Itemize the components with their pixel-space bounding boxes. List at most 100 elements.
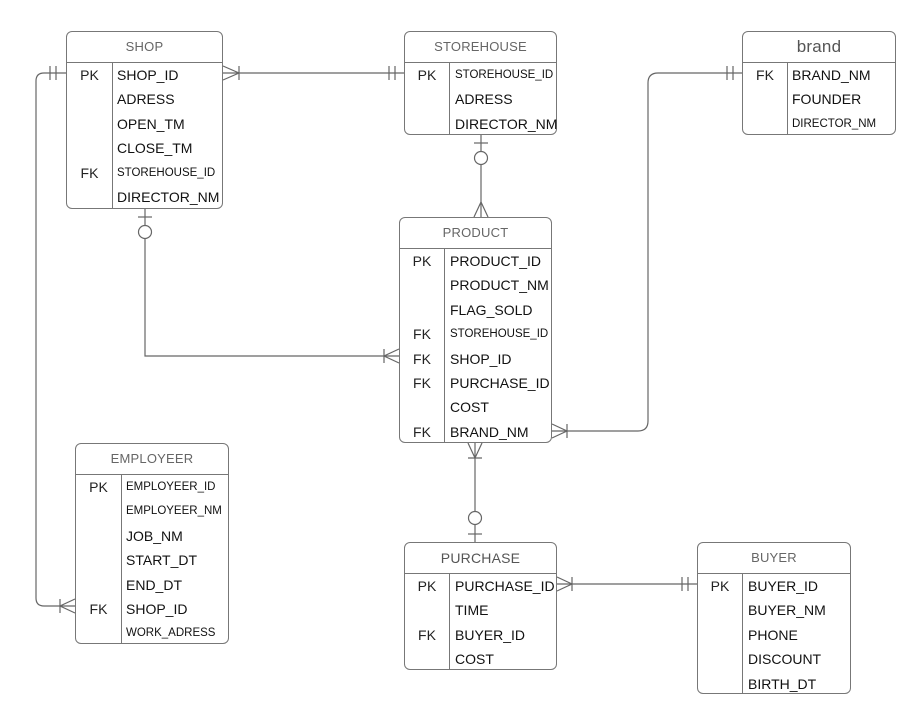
key-label: PK [89, 479, 108, 495]
attribute-row: ADRESS [405, 87, 556, 111]
relationship-line [144, 209, 399, 357]
crows-foot-marker [467, 442, 483, 460]
attribute-row: FK STOREHOUSE_ID [400, 322, 551, 346]
attribute-name: WORK_ADRESS [126, 627, 216, 640]
attribute-name: SHOP_ID [126, 600, 188, 617]
key-column-divider [742, 573, 743, 693]
attribute-row: WORK_ADRESS [76, 621, 228, 645]
attribute-name: STOREHOUSE_ID [455, 69, 554, 81]
attribute-row: PRODUCT_NM [400, 273, 551, 297]
attribute-name: DISCOUNT [748, 651, 822, 668]
attribute-row: COST [400, 395, 551, 419]
key-label: FK [413, 423, 431, 440]
attribute-name: OPEN_TM [117, 115, 185, 132]
attribute-row: FK BUYER_ID [405, 623, 556, 647]
zero-circle-marker [467, 510, 483, 526]
attribute-name: COST [455, 651, 494, 668]
attribute-row: PK BUYER_ID [698, 574, 850, 598]
entity-brand[interactable]: brand FK BRAND_NM FOUNDER DIRECTOR_NM [742, 31, 896, 135]
attribute-row: DIRECTOR_NM [743, 112, 895, 136]
attribute-name: BRAND_NM [450, 423, 529, 440]
attribute-name: STOREHOUSE_ID [117, 166, 216, 179]
attribute-name: PURCHASE_ID [450, 374, 550, 391]
crows-foot-marker [551, 423, 569, 439]
attribute-name: BUYER_NM [748, 602, 826, 619]
crows-foot-marker [58, 598, 76, 614]
entity-title: PRODUCT [400, 218, 551, 249]
entity-title: PURCHASE [405, 543, 556, 574]
crows-foot-marker [222, 65, 241, 81]
attribute-name: ADRESS [117, 91, 175, 108]
attribute-name: TIME [455, 602, 489, 619]
key-label: FK [89, 600, 108, 617]
entity-title: EMPLOYEER [76, 444, 228, 475]
attribute-row: FOUNDER [743, 87, 895, 111]
one-bar-marker [49, 66, 57, 80]
attribute-row: FK BRAND_NM [400, 420, 551, 444]
attribute-name: BRAND_NM [792, 67, 871, 83]
attribute-row: ADRESS [67, 87, 222, 111]
attribute-row: BUYER_NM [698, 598, 850, 622]
one-bar-marker [726, 66, 734, 80]
one-bar-marker [388, 66, 396, 80]
entity-title: STOREHOUSE [405, 32, 556, 63]
attribute-row: PHONE [698, 623, 850, 647]
attribute-name: EMPLOYEER_NM [126, 505, 222, 518]
attribute-name: CLOSE_TM [117, 140, 193, 157]
key-label: FK [413, 326, 431, 343]
attribute-row: DISCOUNT [698, 647, 850, 671]
attribute-row: DIRECTOR_NM [405, 112, 557, 136]
attribute-list: PK BUYER_ID BUYER_NM PHONE DISCOUNT BIRTH_DT [698, 574, 850, 696]
one-bar-marker [681, 577, 689, 591]
attribute-name: ADRESS [455, 91, 513, 108]
attribute-row: CLOSE_TM [67, 136, 222, 160]
entity-title: brand [743, 32, 895, 63]
key-column-divider [112, 62, 113, 208]
attribute-row: END_DT [76, 573, 228, 597]
attribute-name: STOREHOUSE_ID [450, 328, 549, 341]
attribute-name: PRODUCT_NM [450, 277, 549, 294]
attribute-name: SHOP_ID [117, 67, 179, 83]
attribute-name: BUYER_ID [455, 626, 526, 643]
key-label: FK [756, 67, 774, 83]
attribute-name: PHONE [748, 626, 798, 643]
attribute-name: PURCHASE_ID [455, 578, 555, 594]
key-label: PK [80, 67, 99, 83]
attribute-name: DIRECTOR_NM [792, 117, 877, 130]
attribute-name: END_DT [126, 576, 183, 593]
key-label: PK [710, 578, 730, 594]
crows-foot-marker [556, 576, 574, 592]
attribute-name: PRODUCT_ID [450, 253, 542, 269]
attribute-row: PK SHOP_ID [67, 63, 222, 87]
attribute-name: BIRTH_DT [748, 675, 817, 692]
attribute-row: JOB_NM [76, 524, 228, 548]
entity-title: SHOP [67, 32, 222, 63]
zero-circle-marker [137, 224, 153, 240]
attribute-row: COST [405, 647, 556, 671]
attribute-name: FLAG_SOLD [450, 301, 533, 318]
attribute-name: BUYER_ID [748, 578, 819, 594]
relationship-line [552, 72, 742, 432]
relationship-line [35, 72, 75, 607]
attribute-name: START_DT [126, 552, 198, 569]
key-label: FK [418, 626, 436, 643]
attribute-row: FK BRAND_NM [743, 63, 895, 87]
attribute-row: FK SHOP_ID [76, 597, 228, 621]
